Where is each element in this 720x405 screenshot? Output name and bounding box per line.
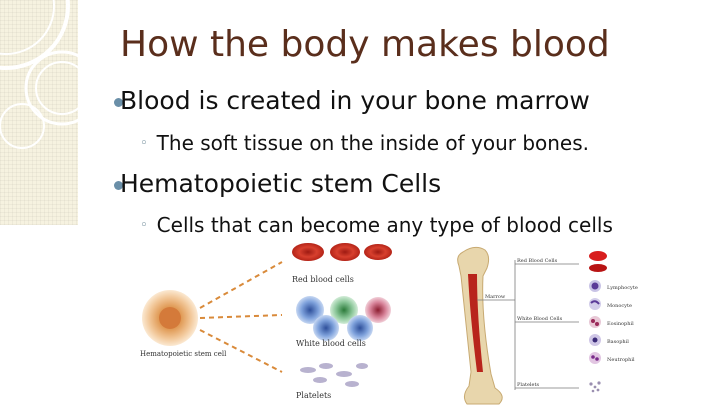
white-cells-label: White blood cells [296, 339, 366, 348]
red-cells-label: Red blood cells [292, 275, 354, 284]
marrow-label: Marrow [485, 294, 506, 300]
red-cell-icons [589, 251, 607, 272]
monocyte-label: Monocyte [607, 303, 632, 309]
bullet-text: Hematopoietic stem Cells [120, 169, 442, 198]
sub-bullet-text: The soft tissue on the inside of your bo… [156, 131, 590, 155]
ring-bullet-icon: ◦ [140, 218, 148, 233]
ring-bullet-icon: ◦ [140, 136, 148, 151]
slide-title: How the body makes blood [120, 24, 610, 65]
red-blood-cells-icon [292, 243, 392, 261]
stem-cell-label: Hematopoietic stem cell [140, 350, 227, 358]
stem-cell-diagram: Hematopoietic stem cell Red blood cells … [140, 243, 392, 400]
lymphocyte-label: Lymphocyte [607, 285, 638, 291]
white-cells-label: White Blood Cells [517, 316, 563, 322]
platelets-icon [300, 363, 368, 387]
sub-bullet-text: Cells that can become any type of blood … [156, 213, 613, 237]
differentiation-arrows [199, 261, 283, 373]
red-cells-label: Red Blood Cells [517, 258, 558, 264]
white-blood-cells-icon [296, 296, 391, 341]
basophil-label: Basophil [607, 339, 629, 345]
platelets-label: Platelets [296, 391, 331, 400]
bullet-text: Blood is created in your bone marrow [120, 86, 590, 115]
sub-bullet: ◦ The soft tissue on the inside of your b… [140, 131, 589, 155]
femur-bone-icon [457, 246, 503, 405]
bullet-dot-icon [114, 98, 123, 107]
neutrophil-label: Neutrophil [607, 357, 635, 363]
platelet-icons [589, 381, 601, 393]
decorative-rings [0, 0, 100, 149]
sub-bullet: ◦ Cells that can become any type of blood… [140, 213, 613, 237]
white-cell-icons [589, 280, 601, 364]
platelets-label: Platelets [517, 382, 539, 388]
label-leader-lines [477, 260, 579, 390]
eosinophil-label: Eosinophil [607, 321, 634, 327]
bullet-dot-icon [114, 181, 123, 190]
stem-cell-icon [142, 290, 198, 346]
bone-marrow-diagram: Marrow Red Blood Cells White Blood Cells… [457, 246, 638, 405]
